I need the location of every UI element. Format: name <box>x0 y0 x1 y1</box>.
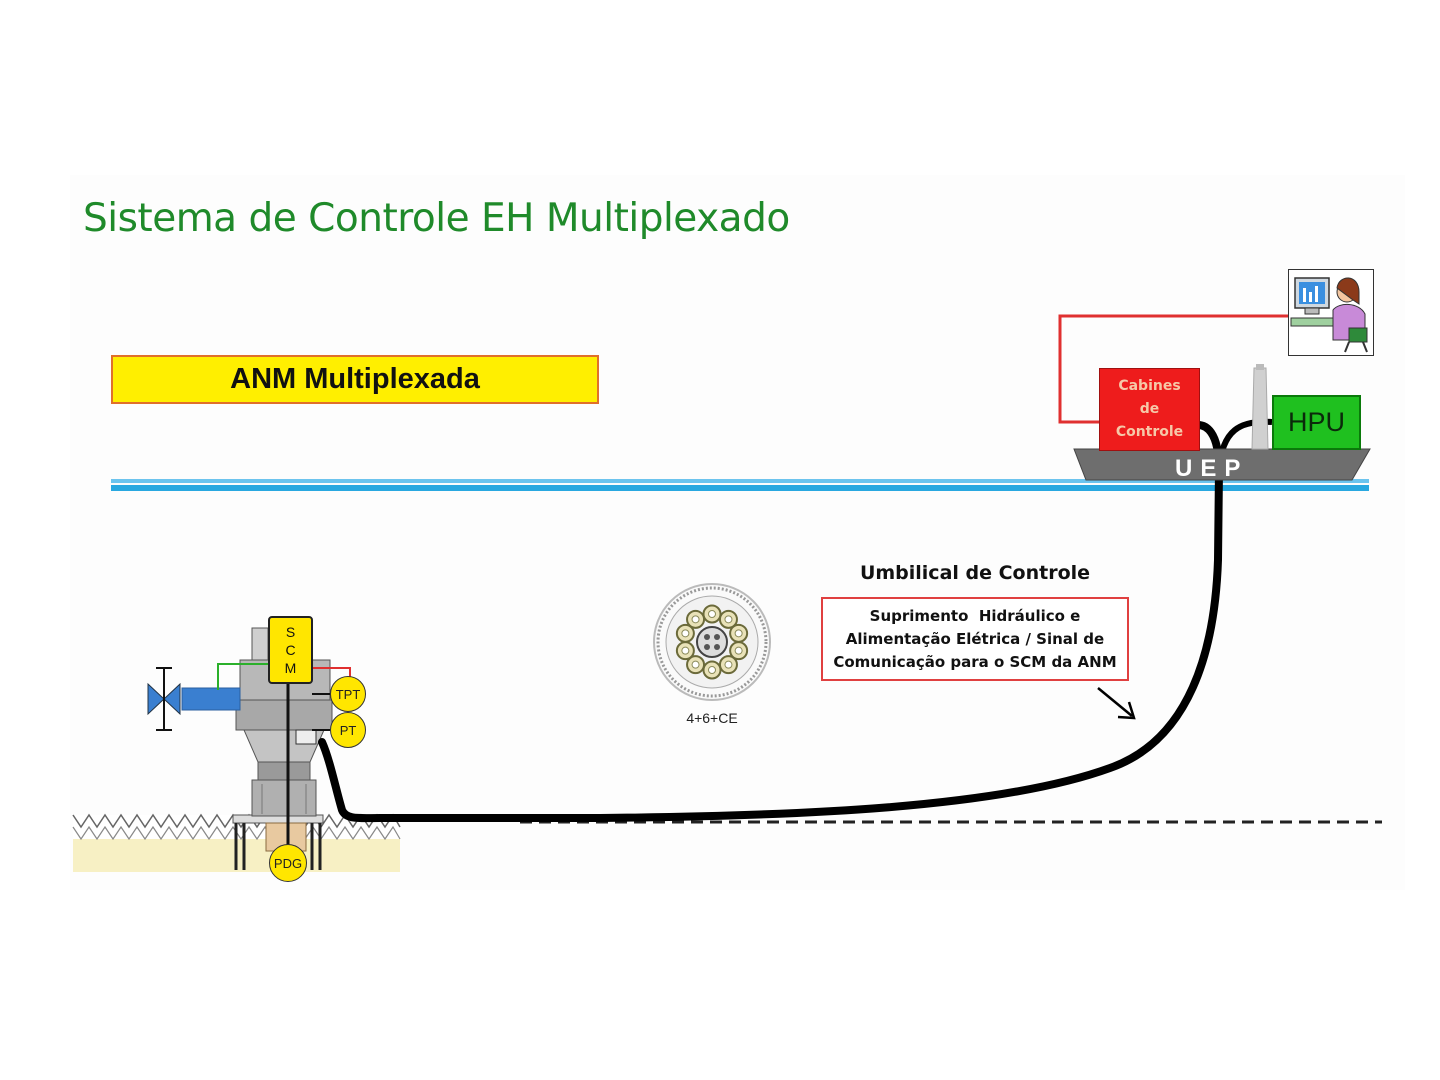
umbilical-description-box: Suprimento Hidráulico e Alimentação Elét… <box>821 597 1129 681</box>
valve-icon <box>148 668 180 730</box>
scm-letter-m: M <box>285 659 297 677</box>
umbilical-hose-bore <box>682 630 689 637</box>
pdg-sensor: PDG <box>269 844 307 882</box>
umbilical-hose-bore <box>735 647 742 654</box>
umbilical-pointer-arrow <box>1098 688 1134 718</box>
umbilical-desc-line-1: Suprimento Hidráulico e <box>833 605 1116 628</box>
uep-label: UEP <box>1175 455 1255 483</box>
scm-letter-c: C <box>285 641 295 659</box>
umbilical-hose-bore <box>725 661 732 668</box>
scm-module: S C M <box>268 616 313 684</box>
umbilical-title: Umbilical de Controle <box>850 562 1100 584</box>
cabines-line-2: de <box>1140 398 1160 421</box>
umbilical-hose-bore <box>709 611 716 618</box>
hpu-box: HPU <box>1272 395 1361 450</box>
pt-sensor: PT <box>330 712 366 748</box>
umbilical-hose-bore <box>725 616 732 623</box>
cabines-line-1: Cabines <box>1118 375 1180 398</box>
scm-letter-s: S <box>286 623 295 641</box>
umbilical-hose-bore <box>709 667 716 674</box>
umbilical-core <box>697 627 727 657</box>
umbilical-desc-line-2: Alimentação Elétrica / Sinal de <box>833 628 1116 651</box>
flowline-pipe <box>182 688 240 710</box>
umbilical-hose-bore <box>692 661 699 668</box>
control-cabinets-box: Cabines de Controle <box>1099 368 1200 451</box>
operator-workstation-icon <box>1288 269 1374 356</box>
cabines-line-3: Controle <box>1116 421 1183 444</box>
cable-section-label: 4+6+CE <box>672 710 752 726</box>
umbilical-hose-bore <box>692 616 699 623</box>
umbilical-desc-line-3: Comunicação para o SCM da ANM <box>833 651 1116 674</box>
umbilical-hose-bore <box>735 630 742 637</box>
tpt-sensor: TPT <box>330 676 366 712</box>
umbilical-hose-bore <box>682 647 689 654</box>
